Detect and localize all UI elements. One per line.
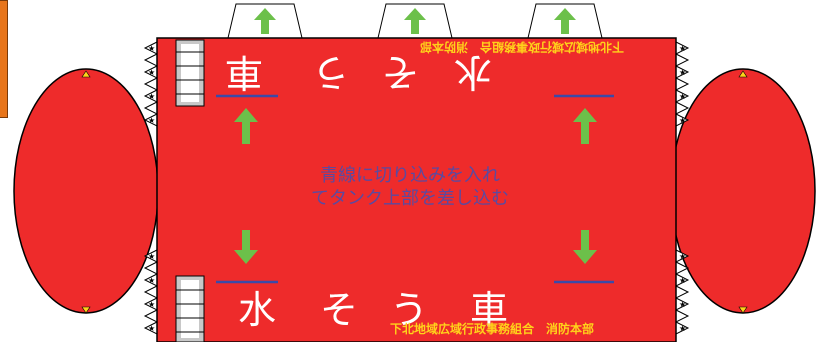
title-char-top-3: そ xyxy=(381,50,420,94)
svg-text:★: ★ xyxy=(148,92,155,101)
cut-lines xyxy=(216,94,614,284)
star-icon: ★ ★ ★ ★ ★ ★ ★ ★ ★ ★ ★ ★ ★ ★ ★ ★ xyxy=(148,44,686,333)
title-char-top-2: う xyxy=(312,50,351,94)
svg-text:★: ★ xyxy=(148,276,155,285)
title-char-bottom-2: そ xyxy=(320,288,359,332)
svg-text:★: ★ xyxy=(148,324,155,333)
left-tank-end xyxy=(13,68,159,314)
svg-text:★: ★ xyxy=(679,92,686,101)
right-glue-flaps xyxy=(675,41,690,335)
title-char-bottom-3: う xyxy=(390,288,429,332)
svg-text:★: ★ xyxy=(679,252,686,261)
title-char-top-4: 水 xyxy=(454,50,493,94)
svg-text:★: ★ xyxy=(148,44,155,53)
title-char-bottom-4: 車 xyxy=(470,288,509,332)
svg-text:★: ★ xyxy=(679,300,686,309)
svg-text:★: ★ xyxy=(679,324,686,333)
instruction-line-2: てタンク上部を差し込む xyxy=(311,188,509,209)
svg-text:★: ★ xyxy=(679,68,686,77)
title-char-bottom-1: 水 xyxy=(238,288,277,332)
arrow-icon xyxy=(234,8,597,264)
svg-text:★: ★ xyxy=(148,116,155,125)
svg-text:★: ★ xyxy=(679,276,686,285)
svg-text:★: ★ xyxy=(148,68,155,77)
instruction-line-1: 青線に切り込みを入れ xyxy=(320,165,500,186)
title-char-top-1: 車 xyxy=(225,50,264,94)
triangle-marker-icon xyxy=(81,70,748,314)
organization-label-top: 下北地域広域行政事務組合 消防本部 xyxy=(420,40,625,54)
orange-tab xyxy=(0,0,8,118)
ladder-icon xyxy=(175,39,205,342)
organization-label-bottom: 下北地域広域行政事務組合 消防本部 xyxy=(390,322,595,336)
svg-text:★: ★ xyxy=(679,116,686,125)
svg-text:★: ★ xyxy=(148,300,155,309)
svg-text:★: ★ xyxy=(679,44,686,53)
svg-text:★: ★ xyxy=(148,252,155,261)
right-tank-end xyxy=(670,68,816,314)
tank-body xyxy=(156,37,677,342)
